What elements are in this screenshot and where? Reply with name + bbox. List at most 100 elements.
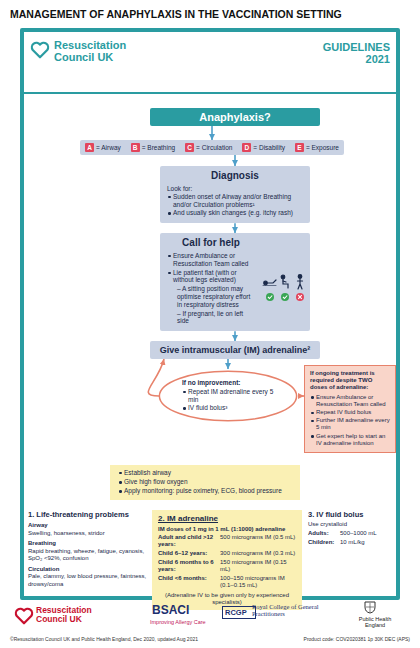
logo-text: Resuscitation Council UK <box>36 606 116 624</box>
box-heading: Diagnosis <box>167 170 303 182</box>
dose-value: 100–150 micrograms IM (0.1–0.15 mL) <box>220 575 296 589</box>
ellipse-outline <box>158 369 298 423</box>
logo-mark: RCGP <box>222 606 256 619</box>
logo-text: Public Health England <box>350 616 400 628</box>
loop-ellipse: If no improvement:Repeat IM adrenaline e… <box>158 369 298 423</box>
bullet-item: Get expert help to start an IV adrenalin… <box>310 433 390 447</box>
header-rule <box>24 92 396 94</box>
guideline-badge: GUIDELINES 2021 <box>310 41 390 65</box>
box-text: Give intramuscular (IM) adrenaline² <box>155 345 315 355</box>
logo-text: BSACI <box>152 603 222 617</box>
box-heading: If no improvement: <box>182 379 274 387</box>
abcde-item: A= Airway <box>85 143 121 152</box>
fluid-row: Adults:500–1000 mL <box>308 530 394 538</box>
bullet-item: Establish airway <box>118 469 292 477</box>
box-text: Anaphylaxis? <box>154 111 316 123</box>
dose-group: Child 6 months to 6 years: <box>158 559 220 573</box>
abcde-item: B= Breathing <box>131 143 175 152</box>
box-text: Look for: <box>167 185 303 193</box>
abcde-term: = Exposure <box>306 144 339 151</box>
logo-text: Resuscitation Council UK <box>54 40 149 63</box>
box-heading: Call for help <box>167 237 255 249</box>
section-heading: 1. Life-threatening problems <box>28 510 148 519</box>
abcde-term: = Circulation <box>196 144 232 151</box>
problem-name: Circulation <box>28 566 148 574</box>
problem-name: Airway <box>28 522 148 530</box>
problem-signs: Rapid breathing, wheeze, fatigue, cyanos… <box>28 548 148 563</box>
process-box: Call for helpEnsure Ambulance or Resusci… <box>160 233 310 331</box>
box-heading: 2. IM adrenaline <box>158 514 296 524</box>
section-heading: 3. IV fluid bolus <box>308 510 394 519</box>
abcde-letter: B <box>131 143 140 152</box>
dose-row: Adult and child >12 years:500 micrograms… <box>158 534 296 548</box>
fluid-note: Use crystalloid <box>308 521 394 529</box>
flow-arrow <box>227 359 229 369</box>
dose-heading: IM doses of 1 mg in 1 mL (1:1000) adrena… <box>158 526 296 533</box>
dose-row: Child 6 months to 6 years:150 micrograms… <box>158 559 296 573</box>
fluid-volume: 500–1000 mL <box>340 530 394 538</box>
support-box: Establish airwayGive high flow oxygenApp… <box>110 465 300 500</box>
dose-group: Child <6 months: <box>158 575 220 589</box>
heart-logo-footer <box>14 606 34 626</box>
abcde-band: A= Airway B= Breathing C= Circulation D= Di… <box>80 140 344 155</box>
text-column: Call for helpEnsure Ambulance or Resusci… <box>167 237 255 325</box>
fluid-volume: 10 mL/kg <box>340 539 394 547</box>
ellipse-shape <box>159 371 296 421</box>
problem-signs: Pale, clammy, low blood pressure, faintn… <box>28 573 148 588</box>
bullet-item: Ensure Ambulance or Resuscitation Team c… <box>310 394 390 408</box>
bullet-item: Ensure Ambulance or Resuscitation Team c… <box>167 252 255 268</box>
fluid-group: Children: <box>308 539 340 547</box>
sub-item: – If pregnant, lie on left side <box>167 310 255 326</box>
dose-row: Child 6–12 years:300 micrograms IM (0.3 … <box>158 550 296 557</box>
problems-column: 1. Life-threatening problemsAirwaySwelli… <box>28 510 148 588</box>
bullet-item: Further IM adrenaline every 5 min <box>310 417 390 431</box>
abcde-item: E= Exposure <box>295 143 339 152</box>
dose-value: 500 micrograms IM (0.5 mL) <box>220 534 296 548</box>
problem-signs: Swelling, hoarseness, stridor <box>28 530 148 538</box>
action-box: Give intramuscular (IM) adrenaline² <box>150 341 320 359</box>
page-title: MANAGEMENT OF ANAPHYLAXIS IN THE VACCINA… <box>10 8 410 20</box>
flow-arrow <box>234 331 236 341</box>
logo-tagline: Improving Allergy Care <box>150 619 230 625</box>
abcde-term: = Breathing <box>142 144 175 151</box>
dose-group: Child 6–12 years: <box>158 550 220 557</box>
bullet-item: Lie patient flat (with or without legs e… <box>167 269 255 285</box>
bullet-item: Apply monitoring: pulse oximetry, ECG, b… <box>118 487 292 495</box>
problem-name: Breathing <box>28 540 148 548</box>
bullet-item: Repeat IM adrenaline every 5 min <box>182 388 274 404</box>
fluid-group: Adults: <box>308 530 340 538</box>
bullet-item: Repeat IV fluid bolus <box>310 409 390 416</box>
bullet-item: IV fluid bolus³ <box>182 404 274 412</box>
heart-logo <box>30 40 50 60</box>
bullet-item: Give high flow oxygen <box>118 478 292 486</box>
abcde-letter: E <box>295 143 304 152</box>
fluid-column: 3. IV fluid bolusUse crystalloidAdults:5… <box>308 510 394 547</box>
abcde-letter: D <box>242 143 251 152</box>
bullet-item: Sudden onset of Airway and/or Breathing … <box>167 193 303 209</box>
process-box: DiagnosisLook for:Sudden onset of Airway… <box>160 166 310 223</box>
flow-arrow <box>234 155 236 166</box>
flow-arrow <box>234 223 236 233</box>
abcde-item: D= Disability <box>242 143 285 152</box>
copyright-note: ©Resuscitation Council UK and Public Hea… <box>10 636 270 642</box>
dose-row: Child <6 months:100–150 micrograms IM (0… <box>158 575 296 589</box>
dose-box: 2. IM adrenaline IM doses of 1 mg in 1 mL… <box>152 510 302 610</box>
phe-crest <box>362 600 378 614</box>
logo-text: Royal College of General Practitioners <box>252 603 342 618</box>
box-heading: If ongoing treatment is required despite… <box>310 370 390 392</box>
fluid-row: Children:10 mL/kg <box>308 539 394 547</box>
dose-group: Adult and child >12 years: <box>158 534 220 548</box>
patient-position-icons <box>262 274 308 304</box>
bullet-item: And usually skin changes (e.g. itchy ras… <box>167 209 303 217</box>
flow-arrow <box>211 126 213 140</box>
abcde-item: C= Circulation <box>185 143 232 152</box>
abcde-letter: A <box>85 143 94 152</box>
abcde-term: = Airway <box>96 144 121 151</box>
abcde-term: = Disability <box>253 144 285 151</box>
sub-item: – A sitting position may optimise respir… <box>167 285 255 308</box>
dose-value: 150 micrograms IM (0.15 mL) <box>220 559 296 573</box>
start-bar: Anaphylaxis? <box>150 108 320 126</box>
dose-value: 300 micrograms IM (0.3 mL) <box>220 550 296 557</box>
abcde-letter: C <box>185 143 194 152</box>
